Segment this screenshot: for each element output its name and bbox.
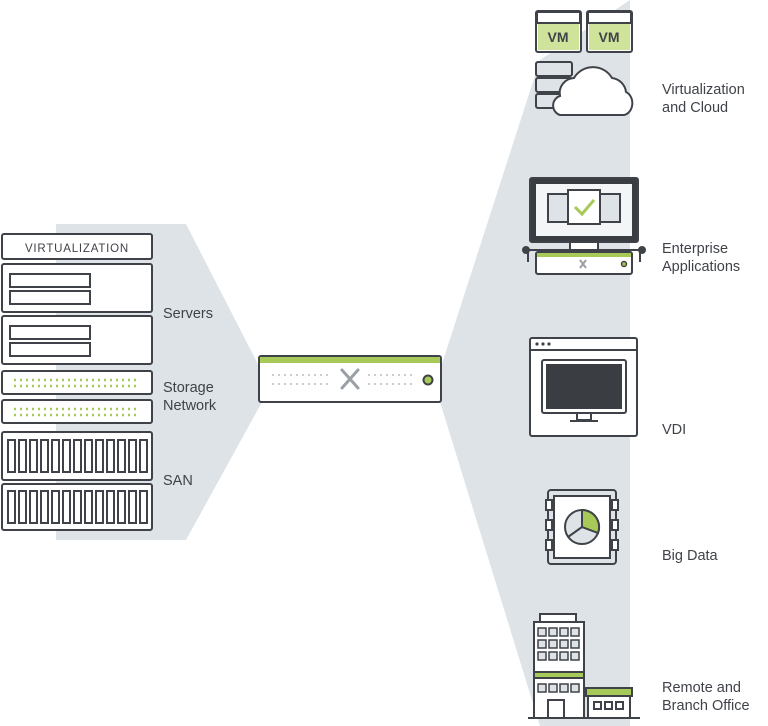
- legacy-stack: VIRTUALIZATION: [1, 233, 153, 531]
- window: [559, 627, 569, 637]
- drive-bay: [73, 439, 82, 473]
- window: [537, 639, 547, 649]
- servers-label: Servers: [163, 306, 213, 322]
- drive-bay: [18, 439, 27, 473]
- drive-bay: [18, 490, 27, 524]
- vm-box: VM: [535, 10, 582, 53]
- window: [559, 683, 569, 693]
- window: [559, 651, 569, 661]
- network-switch: [1, 370, 153, 395]
- storage-label: Storage: [163, 380, 214, 396]
- hyperconverged-appliance: [258, 355, 442, 403]
- virtualization-layer: [1, 233, 153, 260]
- drive-bay: [128, 490, 137, 524]
- san-array: [1, 431, 153, 481]
- x-logo-icon: [340, 368, 360, 390]
- window: [548, 627, 558, 637]
- window: [559, 639, 569, 649]
- window: [548, 683, 558, 693]
- server-unit: [1, 315, 153, 365]
- drive-bay: [106, 490, 115, 524]
- drive-bay: [29, 490, 38, 524]
- drive-bay: [139, 439, 148, 473]
- drive-bay: [95, 439, 104, 473]
- drive-bay: [95, 490, 104, 524]
- drive-bay: [73, 490, 82, 524]
- workload-label: Virtualization: [662, 82, 745, 98]
- drive-bay: [84, 490, 93, 524]
- network-switch: [1, 399, 153, 424]
- drive-bay: [29, 439, 38, 473]
- window: [570, 627, 580, 637]
- svg-text:VM: VM: [548, 29, 569, 45]
- workload-label: Applications: [662, 259, 740, 275]
- window: [570, 651, 580, 661]
- drive-bay: [62, 439, 71, 473]
- svg-text:VM: VM: [599, 29, 620, 45]
- drive-bay: [51, 490, 60, 524]
- drive-bay: [84, 439, 93, 473]
- window: [570, 639, 580, 649]
- drive-bay: [40, 439, 49, 473]
- monitor-apps-icon: [522, 177, 646, 275]
- drive-bay: [7, 439, 16, 473]
- workload-label: Big Data: [662, 548, 719, 564]
- drive-bay: [51, 439, 60, 473]
- cloud-icon: [552, 66, 634, 116]
- window: [537, 651, 547, 661]
- workload-label: Remote and: [662, 680, 741, 696]
- window: [570, 683, 580, 693]
- workload-label: and Cloud: [662, 100, 728, 116]
- drive-bay: [117, 490, 126, 524]
- window: [548, 639, 558, 649]
- window: [537, 683, 547, 693]
- vm-cloud-icon: VM VM: [535, 10, 634, 116]
- drive-bay: [128, 439, 137, 473]
- drive-bay: [40, 490, 49, 524]
- server-unit: [1, 263, 153, 313]
- desktop-window-icon: [529, 337, 638, 437]
- drive-bay: [117, 439, 126, 473]
- workload-label: VDI: [662, 422, 686, 438]
- san-array: [1, 483, 153, 531]
- drive-bay: [106, 439, 115, 473]
- san-label: SAN: [163, 473, 193, 489]
- database-pie-icon: [545, 489, 619, 565]
- virtualization-label: VIRTUALIZATION: [25, 243, 129, 255]
- workload-label: Branch Office: [662, 698, 750, 714]
- drive-bay: [62, 490, 71, 524]
- status-led-icon: [422, 374, 434, 386]
- network-label: Network: [163, 398, 217, 414]
- building-icon: [528, 613, 640, 719]
- drive-bay: [139, 490, 148, 524]
- workload-label: Enterprise: [662, 241, 728, 257]
- vm-box: VM: [586, 10, 633, 53]
- drive-bay: [7, 490, 16, 524]
- window: [548, 651, 558, 661]
- window: [537, 627, 547, 637]
